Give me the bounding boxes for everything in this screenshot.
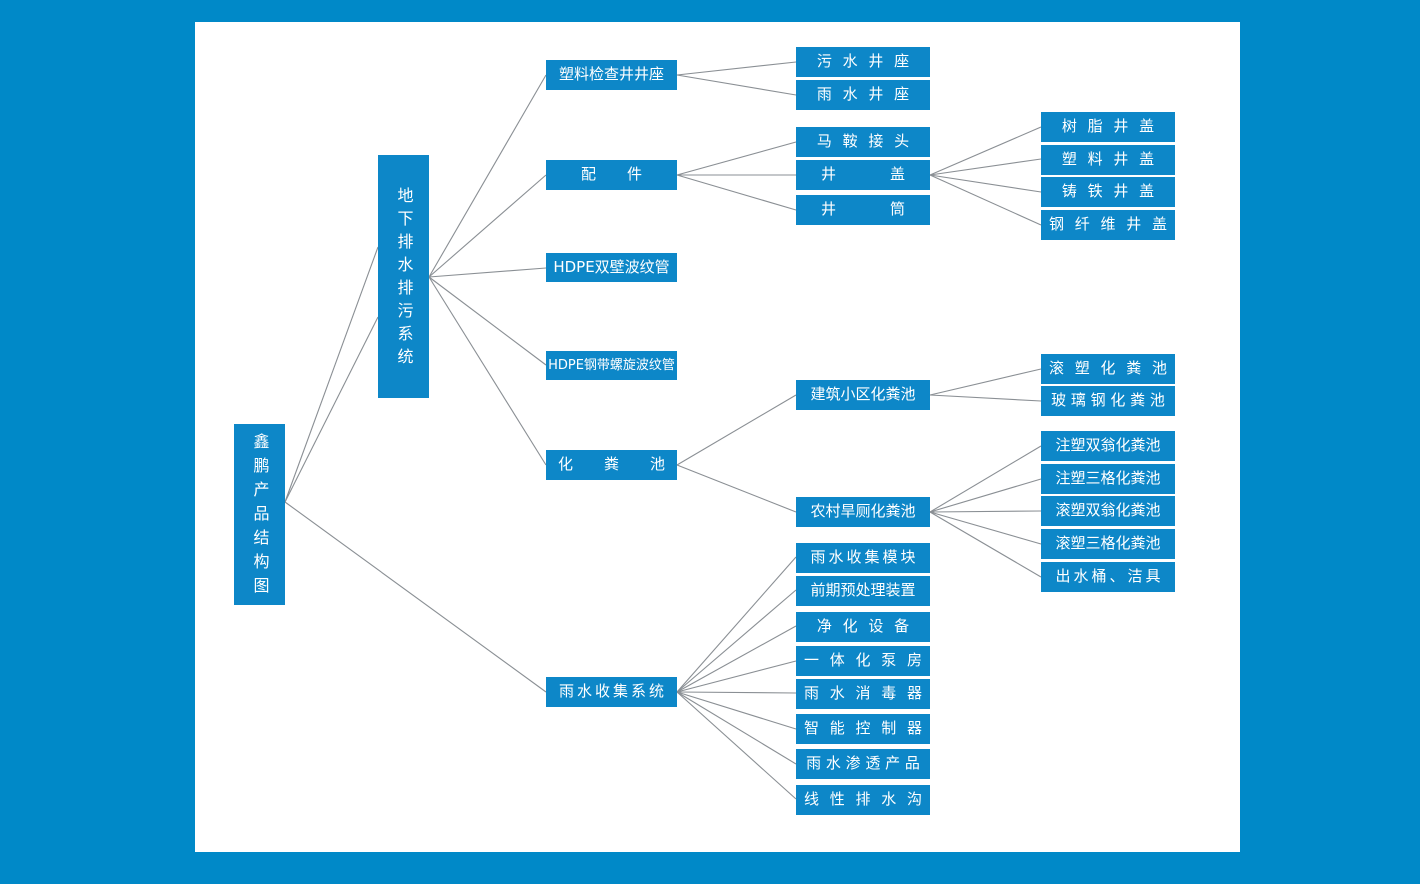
node-hdpe-steel-belt-spiral-corrugated-pipe[interactable]: HDPE钢带螺旋波纹管 xyxy=(546,351,677,380)
node-linear-drainage-ditch[interactable]: 线 性 排 水 沟 xyxy=(796,785,930,815)
node-rural-toilet-septic-tank[interactable]: 农村旱厕化粪池 xyxy=(796,497,930,527)
node-rainwater-well-base[interactable]: 雨 水 井 座 xyxy=(796,80,930,110)
node-root[interactable]: 鑫鹏产品结构图 xyxy=(234,424,285,605)
node-rainwater-collection-system[interactable]: 雨水收集系统 xyxy=(546,677,677,707)
node-cast-iron-manhole-cover[interactable]: 铸 铁 井 盖 xyxy=(1041,177,1175,207)
node-rainwater-disinfector[interactable]: 雨 水 消 毒 器 xyxy=(796,679,930,709)
node-pretreatment-device[interactable]: 前期预处理装置 xyxy=(796,576,930,606)
node-underground-drainage-system[interactable]: 地下排水排污系统 xyxy=(378,155,429,398)
node-smart-controller[interactable]: 智 能 控 制 器 xyxy=(796,714,930,744)
node-plastic-manhole-cover[interactable]: 塑 料 井 盖 xyxy=(1041,145,1175,175)
node-septic-tank[interactable]: 化 粪 池 xyxy=(546,450,677,480)
node-rainwater-infiltration-product[interactable]: 雨 水 渗 透 产 品 xyxy=(796,749,930,779)
node-saddle-joint[interactable]: 马 鞍 接 头 xyxy=(796,127,930,157)
node-frp-septic-tank[interactable]: 玻 璃 钢 化 粪 池 xyxy=(1041,386,1175,416)
node-resin-manhole-cover[interactable]: 树 脂 井 盖 xyxy=(1041,112,1175,142)
node-fittings[interactable]: 配 件 xyxy=(546,160,677,190)
node-manhole-shaft[interactable]: 井 筒 xyxy=(796,195,930,225)
node-rotomolded-three-grid-septic-tank[interactable]: 滚塑三格化粪池 xyxy=(1041,529,1175,559)
node-sewage-well-base[interactable]: 污 水 井 座 xyxy=(796,47,930,77)
node-community-septic-tank[interactable]: 建筑小区化粪池 xyxy=(796,380,930,410)
node-rainwater-collection-module[interactable]: 雨水收集模块 xyxy=(796,543,930,573)
node-hdpe-double-wall-corrugated-pipe[interactable]: HDPE双壁波纹管 xyxy=(546,253,677,282)
node-steel-fiber-manhole-cover[interactable]: 钢 纤 维 井 盖 xyxy=(1041,210,1175,240)
node-integrated-pump-house[interactable]: 一 体 化 泵 房 xyxy=(796,646,930,676)
node-rotomolded-septic-tank[interactable]: 滚 塑 化 粪 池 xyxy=(1041,354,1175,384)
node-rotomolded-double-jar-septic-tank[interactable]: 滚塑双翁化粪池 xyxy=(1041,496,1175,526)
node-outlet-bucket-and-sanitary-ware[interactable]: 出水桶、洁具 xyxy=(1041,562,1175,592)
node-purification-equipment[interactable]: 净 化 设 备 xyxy=(796,612,930,642)
node-plastic-inspection-well-base[interactable]: 塑料检查井井座 xyxy=(546,60,677,90)
node-injection-double-jar-septic-tank[interactable]: 注塑双翁化粪池 xyxy=(1041,431,1175,461)
node-injection-three-grid-septic-tank[interactable]: 注塑三格化粪池 xyxy=(1041,464,1175,494)
node-manhole-cover[interactable]: 井 盖 xyxy=(796,160,930,190)
diagram-paper: 鑫鹏产品结构图 地下排水排污系统 塑料检查井井座 配 件 HDPE双壁波纹管 H… xyxy=(195,22,1240,852)
